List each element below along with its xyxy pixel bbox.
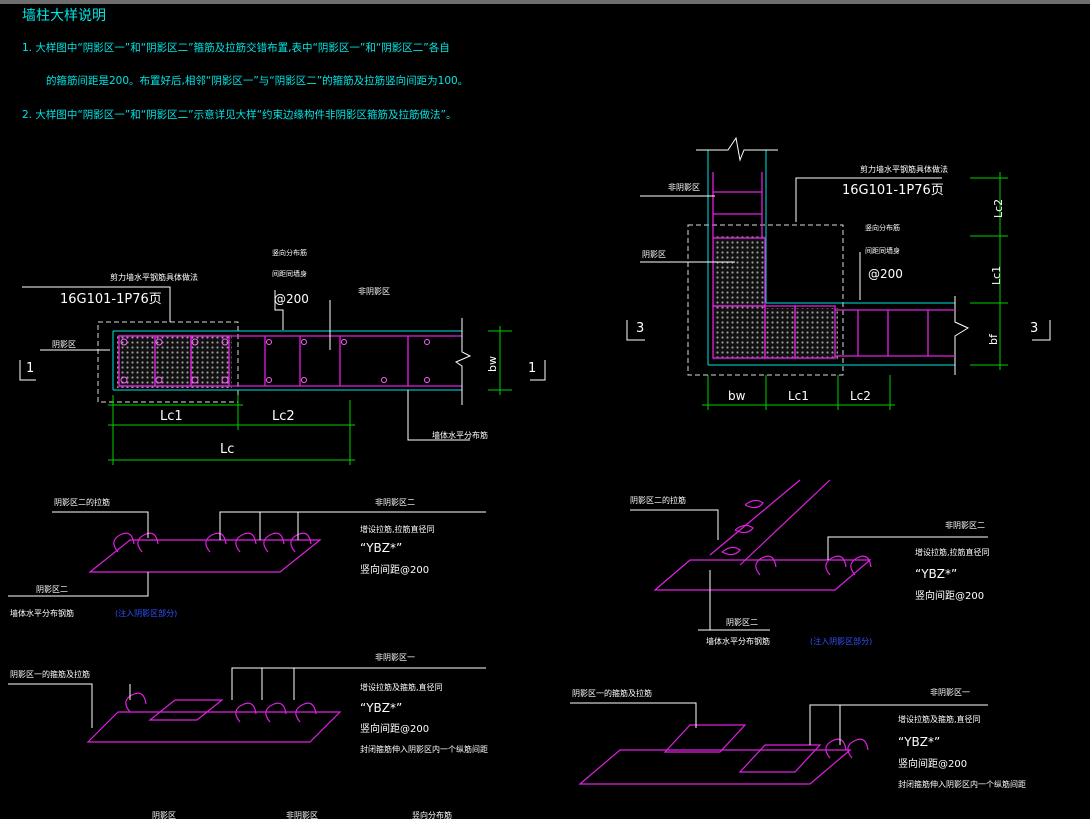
right-spacing-label: 间距同墙身 — [865, 246, 900, 255]
detail-c-stirrup-sketch: 阴影区一的箍筋及拉筋 非阴影区一 增设拉筋及箍筋,直径同 “YBZ*” 竖向间距… — [8, 652, 488, 754]
bottom-label-a: 阴影区 — [152, 810, 176, 819]
right-ref-note: 剪力墙水平钢筋具体做法 — [860, 164, 948, 174]
right-nonshadow-label: 非阴影区 — [668, 182, 700, 192]
right-corner-detail: Lc2 Lc1 bf bw Lc1 Lc2 3 3 非阴影区 剪力墙水平钢筋具体… — [626, 136, 1051, 410]
bottom-label-b: 非阴影区 — [286, 810, 318, 819]
detail-d-spacing: 竖向间距@200 — [898, 757, 967, 770]
right-section-mark-2: 3 — [1030, 321, 1038, 336]
right-ref-code: 16G101-1P76页 — [842, 183, 944, 198]
left-lc1-label: Lc1 — [160, 409, 183, 424]
detail-d-stirrup1: 阴影区一的箍筋及拉筋 — [572, 688, 652, 698]
right-spacing-val: @200 — [868, 267, 903, 281]
notes-title: 墙柱大样说明 — [22, 8, 106, 24]
detail-a-extra-tie: 增设拉筋,拉筋直径同 — [360, 524, 435, 534]
detail-c-extra: 增设拉筋及箍筋,直径同 — [360, 682, 443, 692]
detail-c-insert: 封闭箍筋伸入阴影区内一个纵筋间距 — [360, 744, 488, 754]
detail-b-ybz: “YBZ*” — [915, 567, 957, 581]
detail-a-shadow2: 阴影区二 — [36, 584, 68, 594]
right-lc2-vert-label: Lc2 — [992, 199, 1005, 218]
detail-c-stirrup1: 阴影区一的箍筋及拉筋 — [10, 669, 90, 679]
left-vert-bar: 竖向分布筋 — [272, 248, 307, 257]
detail-a-horiz: 墙体水平分布钢筋 — [10, 608, 74, 618]
right-bw-label: bw — [728, 389, 746, 403]
detail-a-blue-note: (注入阴影区部分) — [115, 608, 177, 618]
detail-b-spacing: 竖向间距@200 — [915, 589, 984, 602]
detail-a-ybz: “YBZ*” — [360, 541, 402, 555]
left-wall-detail: bw Lc1 Lc2 Lc 1 1 剪力墙水平钢筋具体做法 16G101-1P7… — [19, 248, 546, 465]
right-vert-bar: 竖向分布筋 — [865, 223, 900, 232]
left-shadow-dashed-box — [97, 321, 239, 403]
right-bf-label: bf — [987, 333, 1000, 345]
right-shadow-label: 阴影区 — [642, 249, 666, 259]
left-shadow-label: 阴影区 — [52, 339, 76, 349]
right-lc2-label: Lc2 — [850, 389, 871, 403]
left-spacing-label: 间距同墙身 — [272, 269, 307, 278]
detail-c-spacing: 竖向间距@200 — [360, 722, 429, 735]
left-column-hatch — [117, 334, 232, 388]
detail-a-tie2: 阴影区二的拉筋 — [54, 497, 110, 507]
detail-b-tie2: 阴影区二的拉筋 — [630, 495, 686, 505]
detail-b-tie-sketch: 阴影区二的拉筋 非阴影区二 增设拉筋,拉筋直径同 “YBZ*” 竖向间距@200… — [630, 479, 990, 646]
right-lc1-vert-label: Lc1 — [990, 266, 1003, 285]
detail-b-blue-note: (注入阴影区部分) — [810, 636, 872, 646]
detail-c-ybz: “YBZ*” — [360, 701, 402, 715]
detail-d-insert: 封闭箍筋伸入阴影区内一个纵筋间距 — [898, 779, 1026, 789]
left-section-mark-2: 1 — [528, 361, 536, 376]
left-horiz-bar-label: 墙体水平分布筋 — [432, 430, 488, 440]
left-ref-note: 剪力墙水平钢筋具体做法 — [110, 272, 198, 282]
left-ref-code: 16G101-1P76页 — [60, 292, 162, 307]
left-section-mark-1: 1 — [26, 361, 34, 376]
top-toolbar-strip — [0, 0, 1090, 4]
detail-a-spacing: 竖向间距@200 — [360, 563, 429, 576]
detail-b-nonshadow2: 非阴影区二 — [945, 520, 985, 530]
left-nonshadow-label: 非阴影区 — [358, 286, 390, 296]
left-lc2-label: Lc2 — [272, 409, 295, 424]
left-lc-label: Lc — [220, 442, 234, 457]
detail-c-nonshadow1: 非阴影区一 — [375, 652, 415, 662]
right-section-mark-1: 3 — [636, 321, 644, 336]
detail-d-ybz: “YBZ*” — [898, 735, 940, 749]
notes-line-1a: 1. 大样图中“阴影区一”和“阴影区二”箍筋及拉筋交错布置,表中“阴影区一”和“… — [22, 42, 450, 54]
detail-d-extra: 增设拉筋及箍筋,直径同 — [898, 714, 981, 724]
notes-line-1b: 的箍筋间距是200。布置好后,相邻“阴影区一”与“阴影区二”的箍筋及拉筋竖向间距… — [46, 75, 469, 87]
detail-a-tie-sketch: 阴影区二的拉筋 非阴影区二 增设拉筋,拉筋直径同 “YBZ*” 竖向间距@200… — [8, 497, 486, 618]
notes-line-2: 2. 大样图中“阴影区一”和“阴影区二”示意详见大样“约束边缘构件非阴影区箍筋及… — [22, 109, 457, 121]
detail-a-nonshadow2: 非阴影区二 — [375, 497, 415, 507]
detail-b-extra-tie: 增设拉筋,拉筋直径同 — [915, 547, 990, 557]
detail-d-stirrup-sketch: 阴影区一的箍筋及拉筋 非阴影区一 增设拉筋及箍筋,直径同 “YBZ*” 竖向间距… — [570, 687, 1026, 789]
left-spacing-val: @200 — [274, 292, 309, 306]
detail-b-horiz: 墙体水平分布钢筋 — [706, 636, 770, 646]
bottom-label-c: 竖向分布筋 — [412, 810, 452, 819]
detail-b-shadow2: 阴影区二 — [726, 617, 758, 627]
detail-d-nonshadow1: 非阴影区一 — [930, 687, 970, 697]
right-column-hatch — [713, 236, 838, 360]
left-bw-label: bw — [486, 356, 499, 372]
right-lc1-label: Lc1 — [788, 389, 809, 403]
